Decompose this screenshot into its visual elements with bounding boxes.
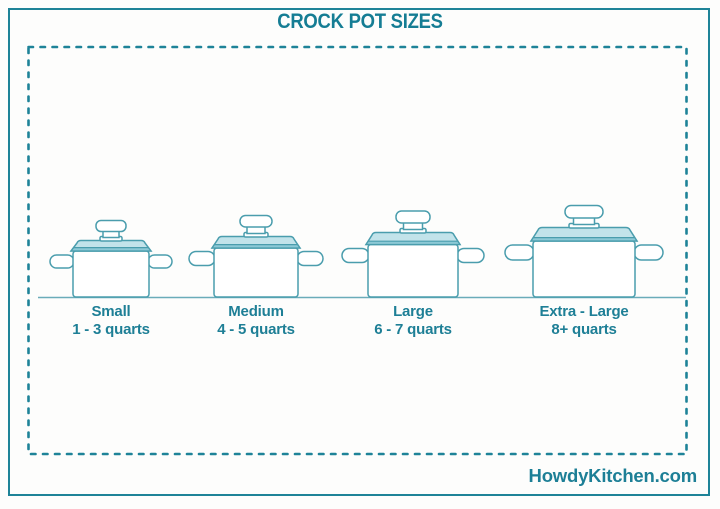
pot-medium-illustration xyxy=(188,214,324,298)
pot-label-medium: Medium 4 - 5 quarts xyxy=(217,303,295,339)
pot-medium-right-handle xyxy=(296,250,324,267)
pot-medium-knob-cap xyxy=(239,214,273,228)
pot-extra-large-body xyxy=(532,240,636,298)
inner-dashed-border xyxy=(27,45,688,456)
pot-capacity: 8+ quarts xyxy=(551,321,617,338)
outer-solid-border xyxy=(8,8,710,496)
pot-large-knob-cap xyxy=(395,210,431,224)
pot-large-left-handle xyxy=(341,247,370,264)
pot-small-left-handle xyxy=(49,254,75,269)
pot-size-name: Large xyxy=(393,303,433,320)
pot-medium-left-handle xyxy=(188,250,216,267)
pot-extra-large-illustration xyxy=(504,204,664,298)
pot-medium-lid-rim xyxy=(210,244,302,249)
pot-capacity: 1 - 3 quarts xyxy=(72,321,150,338)
pot-large-right-handle xyxy=(456,247,485,264)
pot-large-lid-rim xyxy=(364,240,462,246)
pot-label-large: Large 6 - 7 quarts xyxy=(374,303,452,339)
pot-extra-large-right-handle xyxy=(633,244,664,261)
pot-label-extra-large: Extra - Large 8+ quarts xyxy=(539,303,628,339)
page-title: CROCK POT SIZES xyxy=(277,10,443,33)
pot-small-illustration xyxy=(49,219,173,298)
pot-extra-large-left-handle xyxy=(504,244,535,261)
website-credit: HowdyKitchen.com xyxy=(528,465,698,486)
pot-small-right-handle xyxy=(147,254,173,269)
pot-small-knob-cap xyxy=(95,219,127,233)
pot-large-illustration xyxy=(341,210,485,298)
pot-size-name: Medium xyxy=(228,303,284,320)
pot-extra-large-lid-rim xyxy=(529,237,639,242)
pot-extra-large-knob-cap xyxy=(564,204,604,219)
pot-medium-body xyxy=(213,247,299,298)
pot-capacity: 4 - 5 quarts xyxy=(217,321,295,338)
pot-small-body xyxy=(72,250,150,298)
pot-small-lid-rim xyxy=(69,247,153,252)
pot-capacity: 6 - 7 quarts xyxy=(374,321,452,338)
pot-large-body xyxy=(367,243,459,298)
pot-size-name: Small xyxy=(91,303,131,320)
pot-label-small: Small 1 - 3 quarts xyxy=(72,303,150,339)
pot-size-name: Extra - Large xyxy=(539,303,629,320)
